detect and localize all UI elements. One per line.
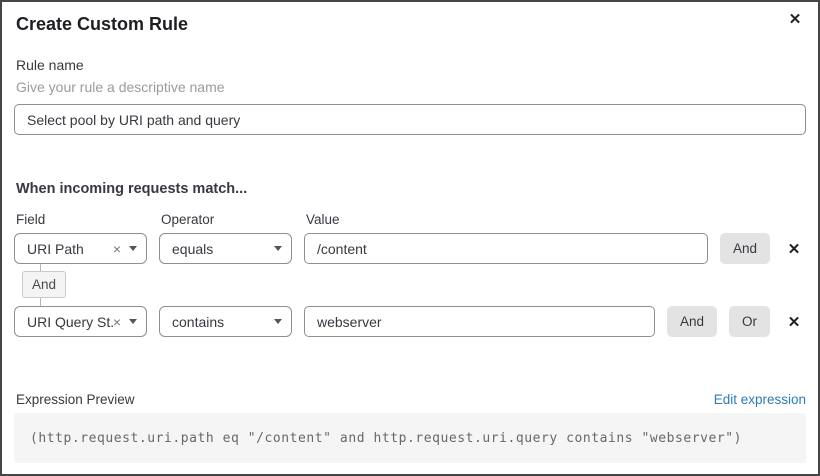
connector-and-badge: And [22, 271, 67, 298]
expression-preview-header: Expression Preview Edit expression [14, 392, 806, 407]
edit-expression-link[interactable]: Edit expression [713, 392, 806, 407]
operator-select-value: contains [172, 313, 225, 330]
remove-condition-icon[interactable]: ✕ [782, 233, 806, 264]
add-and-condition-button[interactable]: And [666, 306, 717, 337]
condition-column-labels: Field Operator Value [14, 211, 806, 229]
rule-name-label: Rule name [16, 57, 84, 73]
close-icon[interactable]: ✕ [784, 9, 806, 31]
value-input[interactable] [304, 306, 655, 337]
rule-name-input[interactable] [14, 104, 806, 135]
field-select[interactable]: URI Path × [14, 233, 147, 264]
connector-line [40, 298, 41, 306]
rule-name-helper-text: Give your rule a descriptive name [16, 79, 225, 95]
field-column-label: Field [16, 212, 46, 227]
clear-selection-icon[interactable]: × [112, 313, 121, 330]
value-input[interactable] [304, 233, 708, 264]
expression-preview-code-block: (http.request.uri.path eq "/content" and… [14, 413, 806, 463]
operator-select[interactable]: contains [159, 306, 292, 337]
operator-select-value: equals [172, 240, 214, 257]
chevron-down-icon [129, 319, 137, 324]
remove-condition-icon[interactable]: ✕ [782, 306, 806, 337]
value-column-label: Value [306, 212, 340, 227]
operator-select[interactable]: equals [159, 233, 292, 264]
add-and-condition-button[interactable]: And [719, 233, 770, 264]
connector-line [40, 264, 41, 271]
condition-connector: And [18, 264, 806, 306]
expression-preview-text: (http.request.uri.path eq "/content" and… [30, 430, 743, 446]
page-title: Create Custom Rule [16, 14, 189, 34]
clear-selection-icon[interactable]: × [112, 240, 121, 257]
chevron-down-icon [274, 319, 282, 324]
condition-row-1: URI Path × equals And ✕ [14, 233, 806, 264]
add-or-condition-button[interactable]: Or [729, 306, 770, 337]
field-select-value: URI Query St... [27, 313, 113, 330]
match-section-heading: When incoming requests match... [16, 181, 248, 197]
condition-row-2: URI Query St... × contains And Or ✕ [14, 306, 806, 337]
expression-preview-label: Expression Preview [16, 392, 135, 407]
field-select-value: URI Path [27, 240, 84, 257]
operator-column-label: Operator [161, 212, 215, 227]
chevron-down-icon [129, 246, 137, 251]
chevron-down-icon [274, 246, 282, 251]
field-select[interactable]: URI Query St... × [14, 306, 147, 337]
